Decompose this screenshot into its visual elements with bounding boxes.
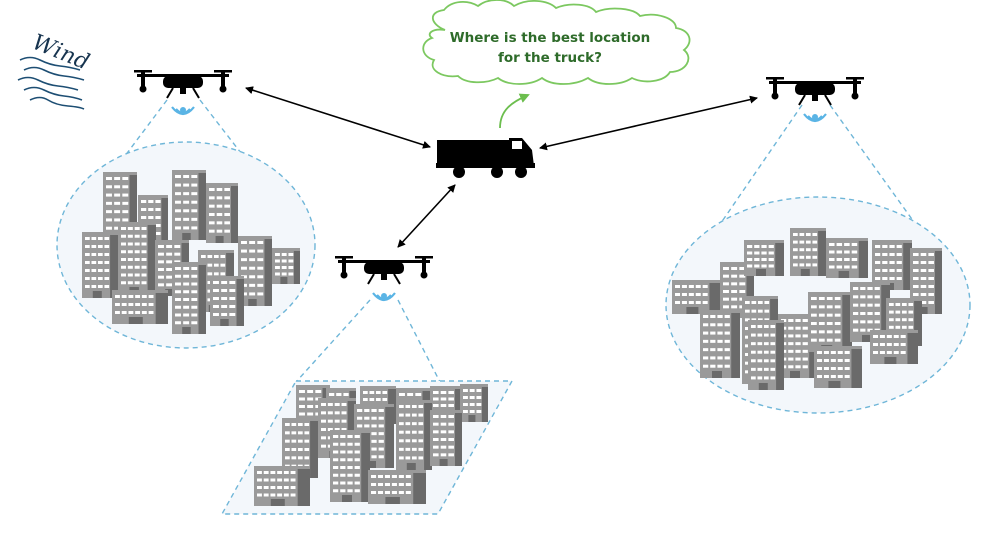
connection-arrows bbox=[245, 86, 758, 248]
building-icon bbox=[870, 330, 918, 364]
wind-icon bbox=[17, 56, 85, 110]
truck-icon bbox=[436, 138, 535, 178]
building-icon bbox=[210, 276, 244, 326]
building-icon bbox=[112, 290, 168, 324]
question-line-2: for the truck? bbox=[498, 50, 602, 66]
drone-icon-left bbox=[134, 70, 232, 116]
building-icon bbox=[206, 183, 238, 243]
building-icon bbox=[790, 228, 826, 276]
thought-cloud bbox=[422, 0, 691, 85]
building-icon bbox=[254, 466, 310, 506]
building-icon bbox=[460, 384, 488, 422]
question-line-1: Where is the best location bbox=[449, 30, 651, 46]
building-cluster-right bbox=[672, 228, 942, 390]
drone-icon-right bbox=[766, 77, 864, 123]
building-icon bbox=[172, 170, 206, 240]
question-text: Where is the best location for the truck… bbox=[430, 28, 670, 68]
building-icon bbox=[672, 280, 720, 314]
building-icon bbox=[118, 222, 156, 294]
building-icon bbox=[396, 400, 432, 470]
building-icon bbox=[814, 346, 862, 388]
building-icon bbox=[330, 430, 370, 502]
thought-arrow bbox=[499, 93, 530, 129]
building-icon bbox=[82, 232, 118, 298]
building-cluster-left bbox=[82, 170, 300, 334]
building-icon bbox=[744, 240, 784, 276]
building-icon bbox=[700, 310, 740, 378]
building-icon bbox=[826, 238, 868, 278]
building-icon bbox=[808, 292, 852, 352]
drone-icon-middle bbox=[335, 256, 433, 302]
building-icon bbox=[368, 470, 426, 504]
arrow-truck-left-drone bbox=[245, 86, 431, 149]
building-cluster-middle bbox=[254, 384, 488, 506]
building-icon bbox=[172, 262, 206, 334]
arrow-truck-middle-drone bbox=[397, 184, 456, 248]
arrow-truck-right-drone bbox=[539, 95, 758, 151]
building-icon bbox=[272, 248, 300, 284]
building-icon bbox=[430, 410, 462, 466]
building-icon bbox=[748, 320, 784, 390]
